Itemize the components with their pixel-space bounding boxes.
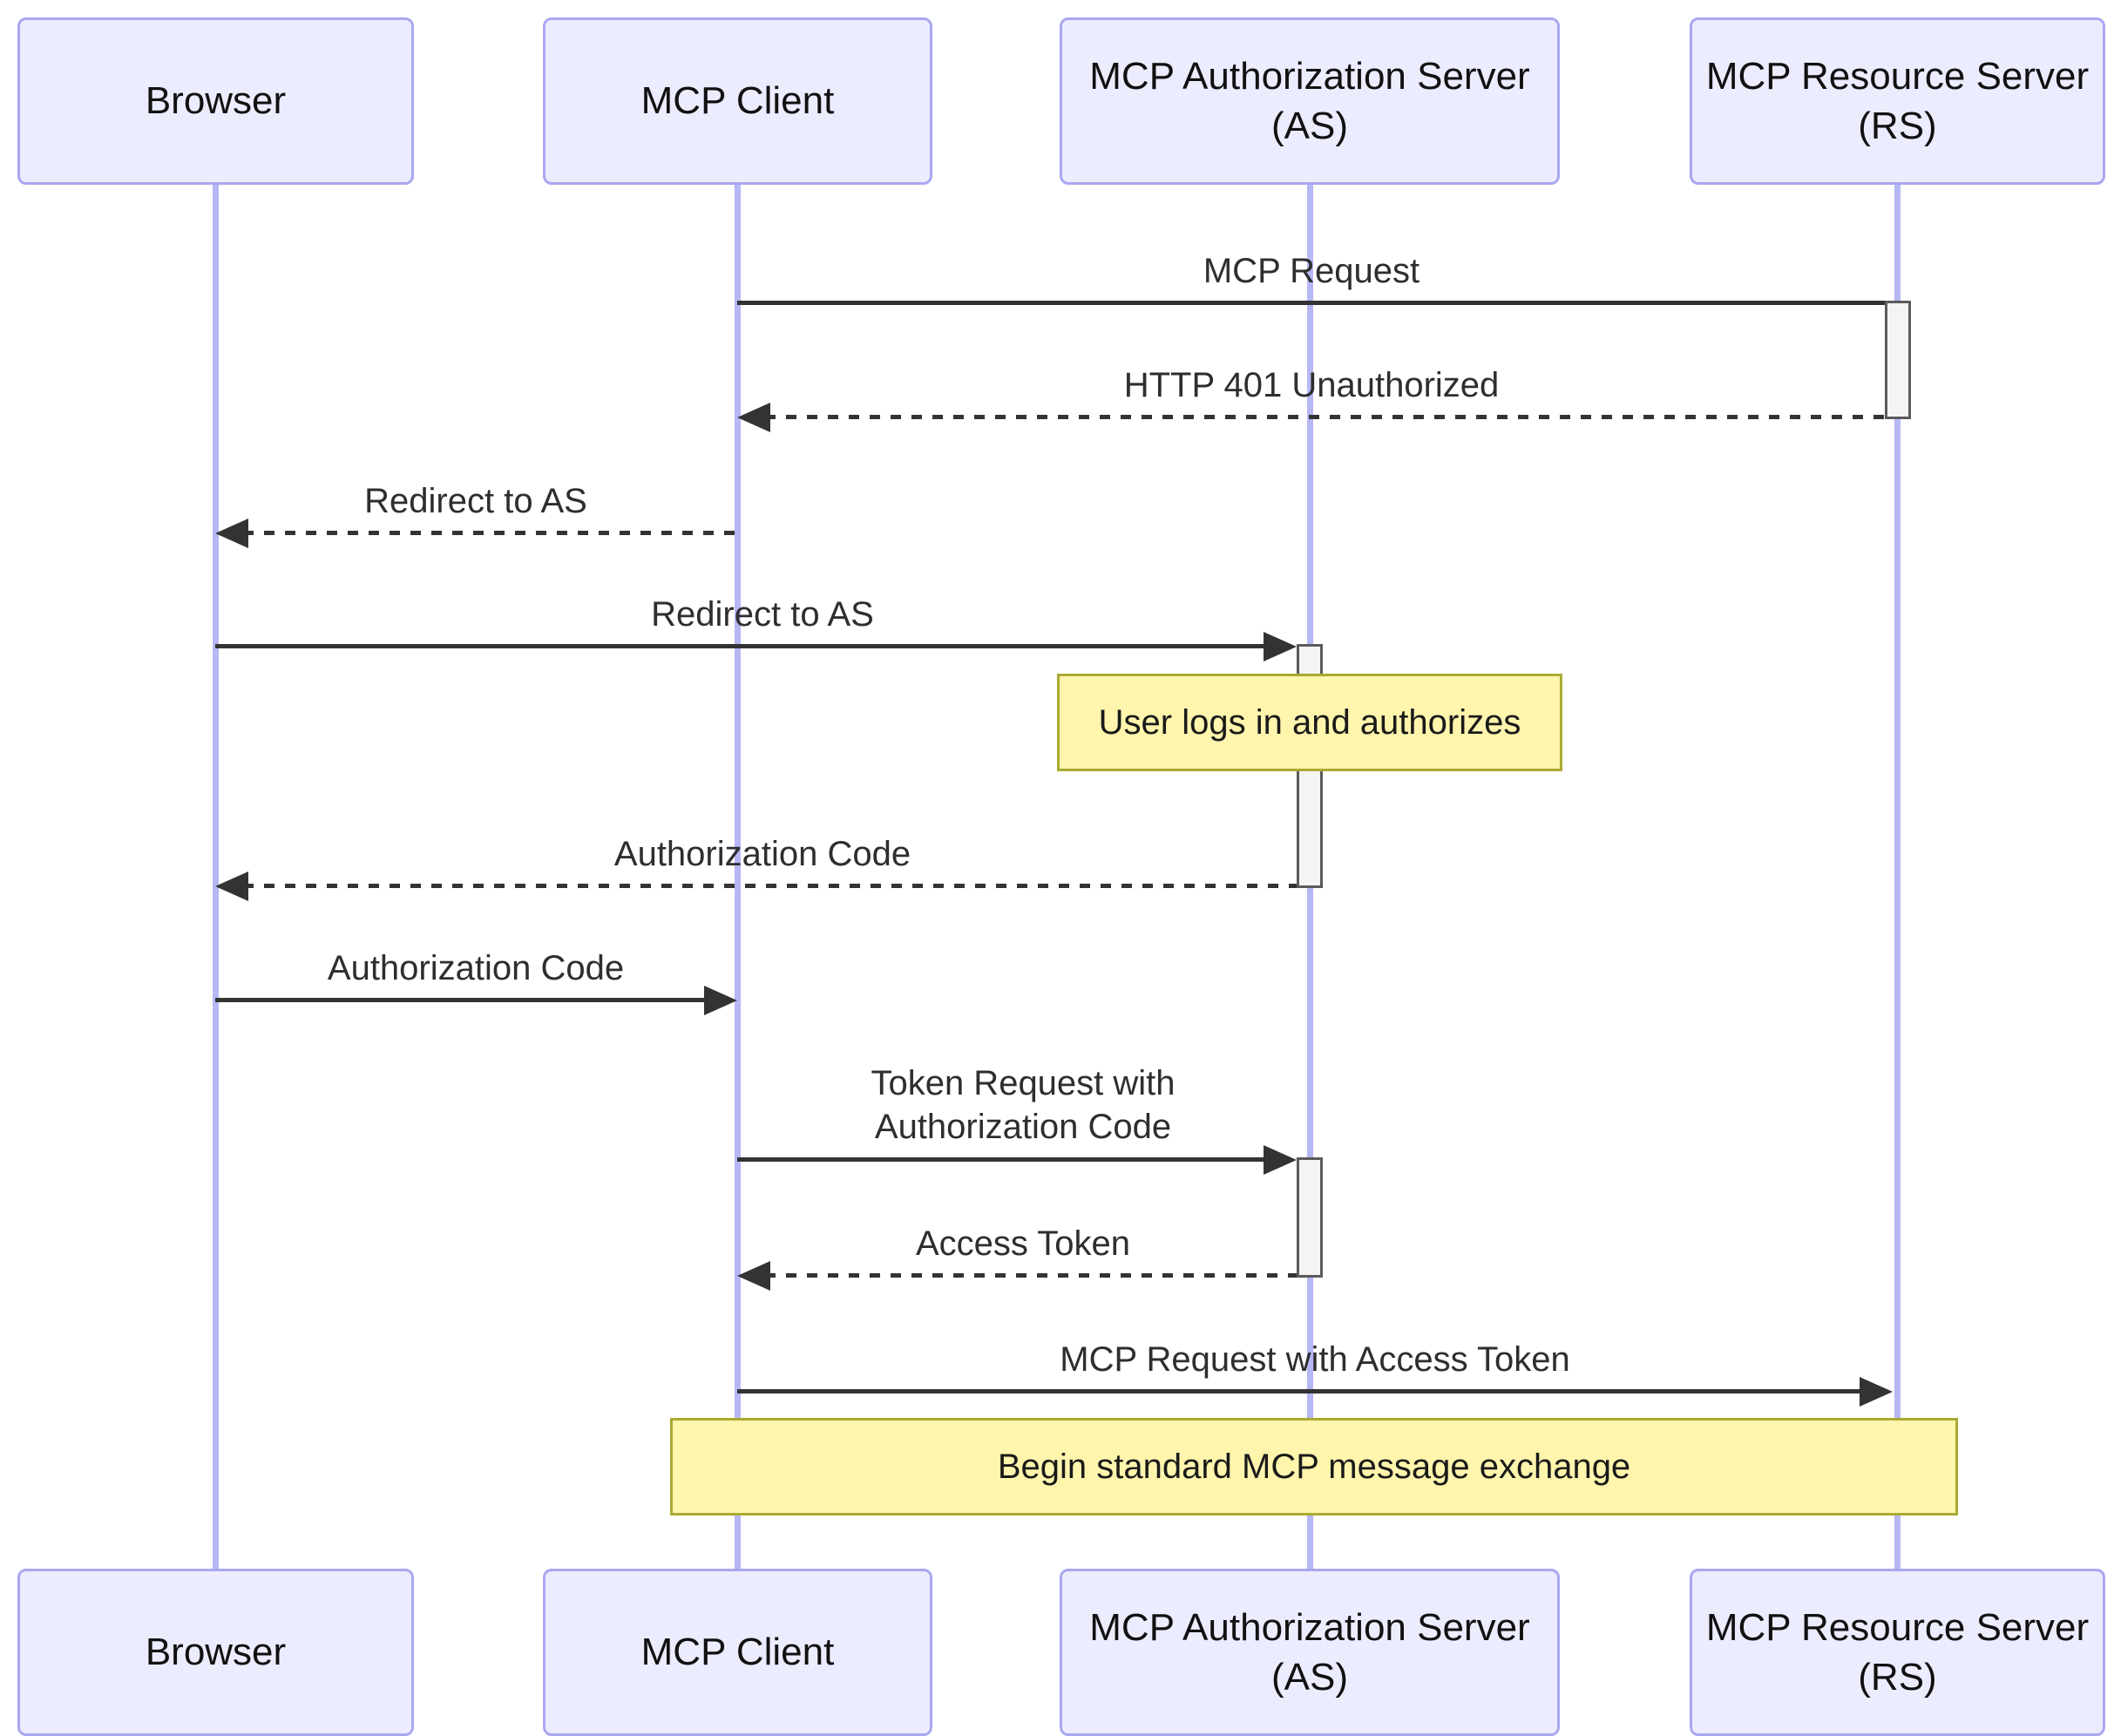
message-label-auth-code-2: Authorization Code [327,949,625,987]
arrowhead-left-icon [737,403,770,432]
message-line-auth-code-2 [215,998,711,1002]
message-line-redirect-to-as-2 [215,644,1270,648]
message-label-auth-code-1: Authorization Code [613,835,911,873]
message-line-access-token [765,1273,1297,1278]
arrowhead-right-icon [704,986,737,1015]
message-label-token-request: Token Request with Authorization Code [871,1064,1176,1146]
note-user-login: User logs in and authorizes [1057,674,1562,771]
actor-browser-bottom: Browser [17,1569,414,1736]
arrowhead-right-icon [1860,1377,1893,1407]
message-line-http-401 [765,415,1885,419]
actor-mcp-as-top: MCP Authorization Server (AS) [1060,17,1560,185]
message-label-mcp-request-token: MCP Request with Access Token [1060,1340,1570,1379]
actor-mcp-rs-top: MCP Resource Server (RS) [1690,17,2105,185]
actor-mcp-rs-bottom: MCP Resource Server (RS) [1690,1569,2105,1736]
message-line-mcp-request-token [737,1389,1867,1394]
actor-browser-top: Browser [17,17,414,185]
lifeline-mcp-client [735,185,741,1569]
message-label-redirect-to-as-2: Redirect to AS [651,595,874,634]
arrowhead-right-icon [1264,1145,1297,1175]
arrowhead-right-icon [1264,632,1297,661]
actor-mcp-client-top: MCP Client [543,17,932,185]
note-begin-exchange: Begin standard MCP message exchange [670,1418,1958,1516]
actor-mcp-as-bottom: MCP Authorization Server (AS) [1060,1569,1560,1736]
message-label-mcp-request: MCP Request [1203,252,1420,290]
message-label-access-token: Access Token [915,1224,1131,1263]
message-label-redirect-to-as-1: Redirect to AS [364,482,587,520]
activation-mcp-as-token [1297,1157,1323,1278]
message-line-token-request [737,1157,1270,1162]
activation-mcp-rs [1885,301,1911,419]
actor-mcp-client-bottom: MCP Client [543,1569,932,1736]
arrowhead-left-icon [737,1261,770,1291]
arrowhead-left-icon [215,871,248,901]
arrowhead-left-icon [215,519,248,548]
message-line-redirect-to-as-1 [243,531,737,535]
message-line-mcp-request [737,301,1885,305]
lifeline-mcp-rs [1894,185,1901,1569]
message-label-http-401: HTTP 401 Unauthorized [1123,366,1500,404]
message-line-auth-code-1 [243,884,1297,888]
